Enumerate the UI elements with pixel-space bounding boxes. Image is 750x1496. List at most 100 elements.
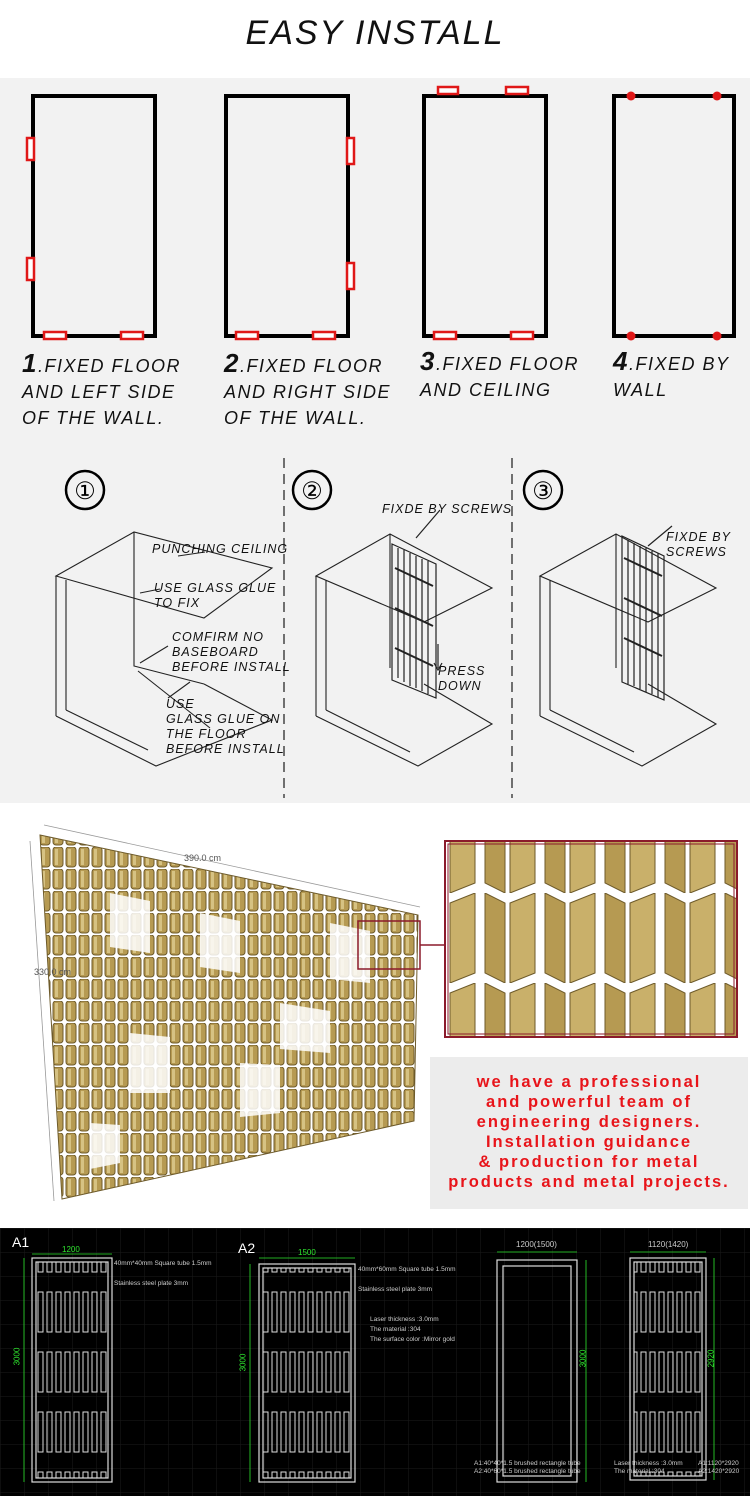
a2-pattern [262, 1267, 352, 1479]
closeup-view [444, 840, 738, 1038]
label-glass-glue: USE GLASS GLUE [154, 581, 277, 595]
cad-side-height: 2920 [706, 1349, 716, 1368]
dashed-dividers [283, 458, 513, 798]
side-pattern [633, 1261, 703, 1477]
step-2-line-2: AND RIGHT SIDE [224, 382, 392, 402]
cad-a1-note2: Stainless steel plate 3mm [114, 1280, 189, 1287]
promo-line-5: & production for metal [478, 1153, 700, 1171]
room-sketch-2 [314, 533, 494, 767]
frame-outer [496, 1259, 578, 1483]
circled-2: ② [301, 478, 323, 505]
panel-2 [224, 94, 350, 338]
step-4-number: 4 [613, 346, 629, 376]
label-screws-3: SCREWS [666, 545, 727, 559]
step-1-caption: 1.FIXED FLOOR AND LEFT SIDE OF THE WALL. [22, 350, 181, 431]
cad-a1-tag: A1 [12, 1234, 30, 1250]
fixing-methods-diagram [25, 85, 736, 341]
promo-line-4: Installation guidance [485, 1133, 693, 1151]
circled-number-digits: ① ② ③ [74, 478, 554, 505]
cad-side-note4: A2:1420*2920 [698, 1468, 740, 1475]
label-the-floor: THE FLOOR [166, 727, 247, 741]
label-baseboard: BASEBOARD [172, 645, 259, 659]
cad-side-width: 1120(1420) [648, 1240, 689, 1249]
step-4-caption: 4.FIXED BY WALL [613, 348, 730, 403]
label-to-fix: TO FIX [154, 596, 201, 610]
label-punching-ceiling: PUNCHING CEILING [152, 542, 289, 556]
closeup-frame [447, 843, 735, 1035]
label-use: USE [166, 697, 195, 711]
step-2-line-3: OF THE WALL. [224, 408, 367, 428]
cad-frame-note2: A2:40*60*1.5 brushed rectangle tube [474, 1468, 581, 1475]
screen-openings [90, 893, 370, 1169]
step-2-caption: 2.FIXED FLOOR AND RIGHT SIDE OF THE WALL… [224, 350, 391, 431]
cad-a2-note2: Stainless steel plate 3mm [358, 1286, 433, 1293]
step-1-line-1: .FIXED FLOOR [37, 356, 181, 376]
step-1-line-2: AND LEFT SIDE [22, 382, 176, 402]
step-3-line-1: .FIXED FLOOR [435, 354, 579, 374]
panel-1 [31, 94, 157, 338]
step-1-number: 1 [22, 348, 38, 378]
label-before-install-1: BEFORE INSTALL [172, 660, 291, 674]
panel-4-dots [626, 91, 722, 341]
a1-frame [31, 1257, 113, 1483]
width-dimension-line [43, 824, 421, 908]
width-dimension-label: 390.0 cm [184, 853, 221, 863]
step-2-number: 2 [224, 348, 240, 378]
step-4-line-1: .FIXED BY [628, 354, 730, 374]
label-confirm: COMFIRM NO [172, 630, 264, 644]
a1-pattern [35, 1261, 109, 1479]
cad-drawings [0, 1228, 750, 1496]
panel-2-brackets [234, 136, 356, 341]
label-down: DOWN [438, 679, 482, 693]
label-fixde-by-3: FIXDE BY [666, 530, 731, 544]
room-sketch-1 [54, 531, 274, 767]
circled-numbers [64, 469, 564, 511]
label-press: PRESS [438, 664, 486, 678]
step-4-line-2: WALL [613, 380, 668, 400]
panel-1-brackets [25, 136, 145, 341]
height-dimension-label: 330.0 cm [34, 967, 71, 977]
cad-a2-width: 1500 [298, 1248, 316, 1257]
circled-3: ③ [532, 478, 554, 505]
promo-line-2: and powerful team of [486, 1093, 692, 1111]
cad-side-note3: A1:1120*2920 [698, 1460, 739, 1467]
a2-frame [258, 1263, 356, 1483]
cad-frame-note1: A1:40*40*1.5 brushed rectangle tube [474, 1460, 581, 1467]
label-before-install-2: BEFORE INSTALL [166, 742, 285, 756]
installation-sketches: ① ② ③ [54, 458, 718, 798]
fixing-methods-section: 1.FIXED FLOOR AND LEFT SIDE OF THE WALL.… [0, 78, 750, 448]
screen-panel-3 [621, 525, 673, 701]
screen-3d-model: 390.0 cm 330.0 cm [29, 824, 738, 1202]
cad-a2-spec2: The material :304 [370, 1326, 421, 1333]
promo-line-6: products and metal projects. [448, 1173, 730, 1191]
cad-a1-note1: 40mm*40mm Square tube 1.5mm [114, 1260, 212, 1267]
cad-a2-spec1: Laser thickness :3.0mm [370, 1316, 439, 1323]
cad-a2-note1: 40mm*60mm Square tube 1.5mm [358, 1266, 456, 1273]
circled-1: ① [74, 478, 96, 505]
step-3-caption: 3.FIXED FLOOR AND CEILING [420, 348, 579, 403]
promo-line-3: engineering designers. [476, 1113, 702, 1131]
step-1-line-3: OF THE WALL. [22, 408, 165, 428]
promo-box: we have a professional and powerful team… [430, 1057, 748, 1209]
cad-a1-width: 1200 [62, 1245, 80, 1254]
label-fixde-by-screws-2: FIXDE BY SCREWS [382, 502, 513, 516]
label-glue-floor: GLASS GLUE ON [166, 712, 281, 726]
panel-4 [612, 94, 736, 338]
page-title: EASY INSTALL [245, 14, 505, 52]
cad-frame-height: 3000 [578, 1349, 588, 1368]
cad-side-note2: The material :304 [614, 1468, 665, 1475]
cad-a1-height: 3000 [12, 1347, 22, 1366]
panel-3 [422, 94, 548, 338]
step-2-line-1: .FIXED FLOOR [239, 356, 383, 376]
cad-side-note1: Laser thickness :3.0mm [614, 1460, 683, 1467]
screen-panel-2 [391, 509, 443, 699]
room-sketch-3 [538, 533, 718, 767]
promo-line-1: we have a professional [476, 1073, 702, 1091]
step-3-line-2: AND CEILING [420, 380, 552, 400]
frame-inner [502, 1265, 572, 1477]
cad-a2-spec3: The surface color :Mirror gold [370, 1336, 455, 1343]
cad-drawings-section: A1 1200 3000 40mm*40mm Square tube 1.5mm… [0, 1228, 750, 1496]
dimension-lines [23, 1251, 715, 1482]
cad-frame-width: 1200(1500) [516, 1240, 557, 1249]
height-dimension-line [29, 840, 55, 1202]
